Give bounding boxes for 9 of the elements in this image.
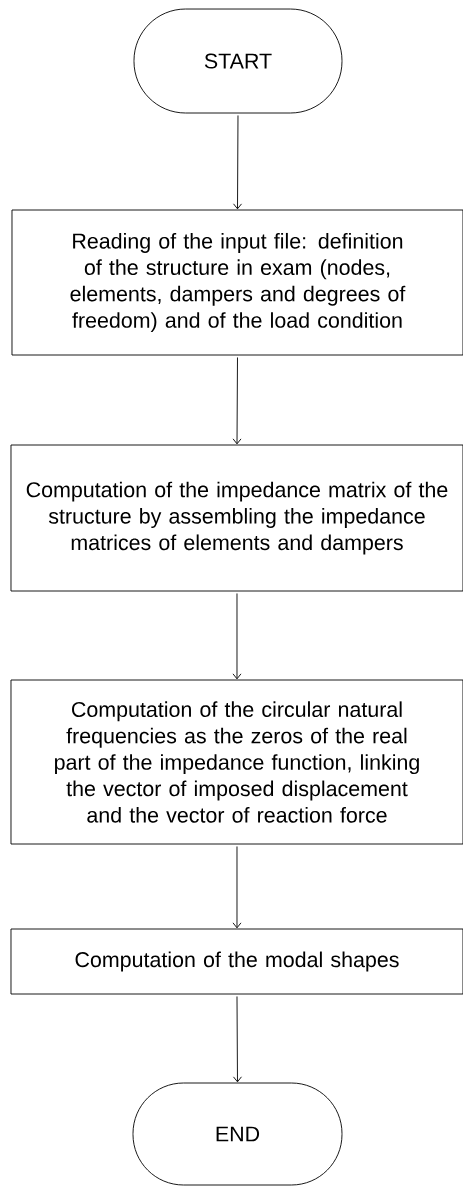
- process-box: Computation of the circular natural frequencies as the zeros of the real part of the impedance function, linking the vector of imposed displacement and the vector of reaction force: [10, 679, 463, 845]
- process-box: Computation of the modal shapes: [10, 928, 463, 995]
- arrow: [233, 115, 242, 210]
- process-box: Reading of the input file: definition of the structure in exam (nodes, elements, dampers and degrees of freedom) and of the load condition: [11, 209, 463, 356]
- arrow: [232, 846, 242, 929]
- arrow: [232, 593, 242, 680]
- arrow: [233, 996, 242, 1083]
- arrow: [232, 357, 242, 445]
- process-box: Computation of the impedance matrix of the structure by assembling the impedance matrices of elements and dampers: [10, 444, 463, 592]
